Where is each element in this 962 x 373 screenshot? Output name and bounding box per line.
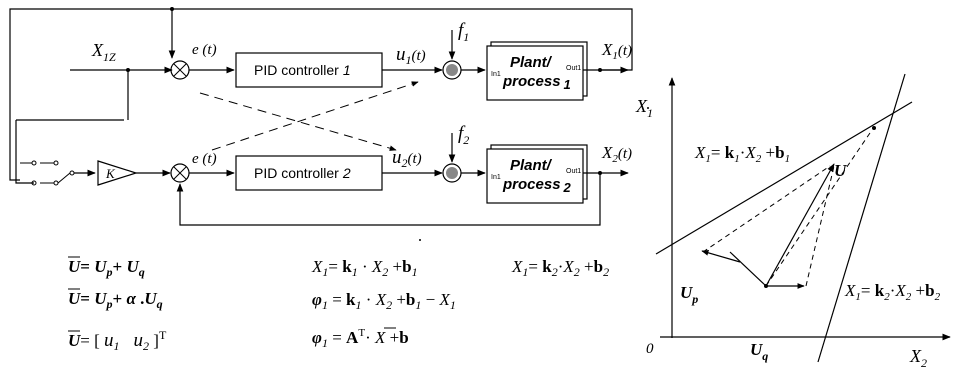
line1-label: X1= k1·X2 +b1 (694, 143, 790, 165)
gain-k-block (97, 160, 138, 186)
summing-junction-f1 (442, 60, 462, 80)
pid-controller-1-block (235, 52, 383, 88)
constraint-line-1 (655, 101, 913, 255)
equation-phi-2: φ1 = AT· X +b (312, 327, 409, 350)
junction-dot (126, 68, 130, 72)
vector-up-label: Up (680, 283, 698, 306)
vector-origin (764, 284, 768, 288)
vector-up-segment (729, 251, 767, 287)
vector-u-label: U (834, 161, 847, 180)
vector-u (765, 163, 835, 287)
equation-line-b: X1= k2·X2 +b2 (511, 257, 609, 279)
stray-dot (419, 239, 421, 241)
plant2-in-port: In1 (491, 174, 501, 181)
equation-phi-1: φ1 = k1 · X2 +b1 − X1 (312, 290, 456, 312)
dashed-guide-2 (702, 165, 831, 253)
x1-output-label: X1(t) (601, 40, 632, 62)
vector-uq-label: Uq (750, 340, 768, 363)
x1z-label: X1Z (91, 40, 116, 64)
vector-up (701, 250, 741, 263)
x2-output-label: X2(t) (601, 143, 632, 165)
equation-u-sum: U= Up+ Uq (68, 257, 145, 279)
plant2-out-port: Out1 (566, 168, 581, 175)
y-axis-label: X1 (635, 96, 653, 120)
junction-dot (170, 7, 174, 11)
summing-junction-1 (170, 60, 190, 80)
geometric-graph: X1 X2 0 X1= k1·X2 +b1 X1= k2·X2 +b2 U Up… (635, 73, 951, 370)
pid-controller-2-block (235, 155, 383, 191)
intersection-point (872, 126, 876, 130)
plant-process-2-block (486, 144, 588, 204)
line2-label: X1= k2·X2 +b2 (844, 281, 941, 303)
switch (20, 160, 75, 186)
x-axis-label: X2 (909, 346, 927, 368)
plant1-label-line1: Plant/ (510, 54, 553, 71)
plant1-in-port: In1 (491, 71, 501, 78)
constraint-line-2 (817, 73, 906, 363)
plant-process-1-block (486, 41, 588, 101)
equation-line-a: X1= k1 · X2 +b1 (311, 257, 418, 279)
f1-label: f1 (458, 20, 469, 44)
gain-k-label: K (105, 166, 116, 181)
f2-label: f2 (458, 123, 469, 147)
origin-label: 0 (646, 341, 654, 357)
summing-junction-2 (170, 163, 190, 183)
plant1-out-port: Out1 (566, 65, 581, 72)
stray-dot (647, 107, 649, 109)
cross-coupling-1-to-2 (199, 92, 397, 151)
summing-junction-f2 (442, 163, 462, 183)
u1-label: u1(t) (396, 44, 426, 67)
equation-u-weighted: U= Up+ α .Uq (68, 289, 163, 311)
feedback-to-switch (15, 120, 34, 184)
bottom-feedback-line (176, 173, 601, 226)
dashed-guide-1 (765, 129, 873, 287)
dashed-guide-3 (805, 165, 835, 287)
plant2-label-line1: Plant/ (510, 157, 553, 174)
cross-coupling-2-to-1 (211, 81, 419, 151)
e-top-label: e (t) (192, 42, 217, 58)
junction-dot (598, 68, 602, 72)
u2-label: u2(t) (392, 147, 422, 170)
e-bottom-label: e (t) (192, 151, 217, 167)
